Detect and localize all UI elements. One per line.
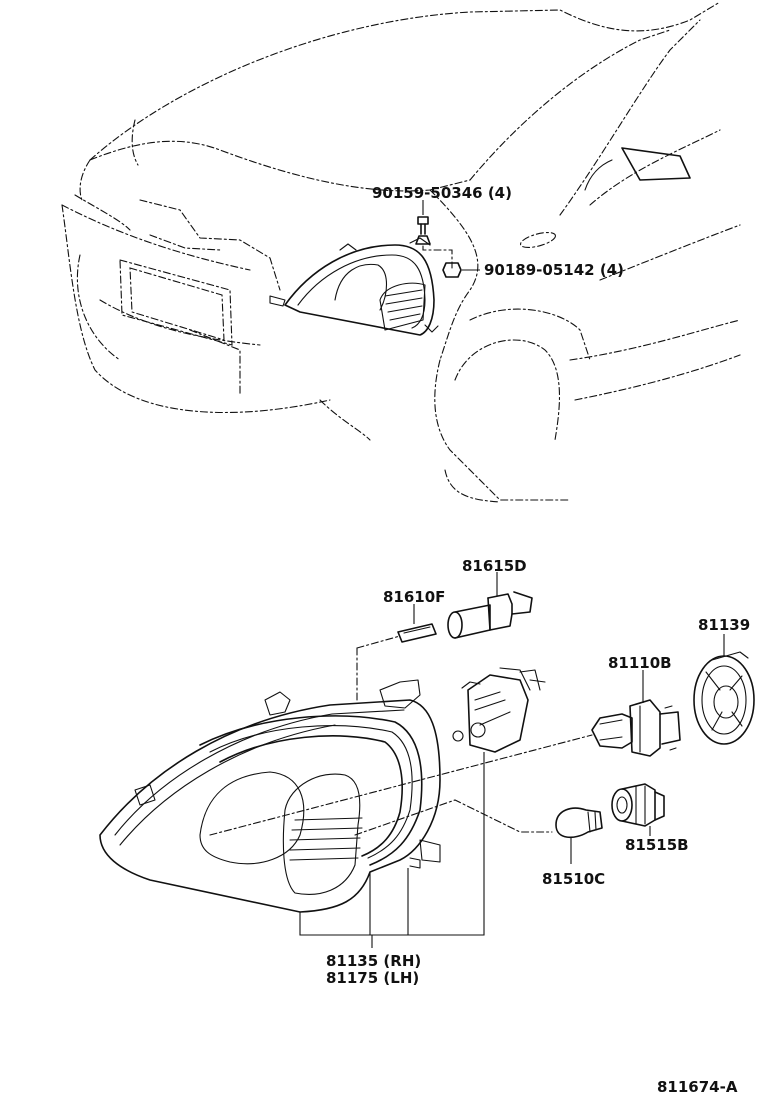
marker-bulb-icon: [397, 623, 437, 643]
unit-rh-part-number: 81135 (RH): [326, 952, 421, 970]
nut-part-number: 90189-05142 (4): [484, 261, 624, 279]
nut-icon: [442, 262, 462, 278]
turn-bulb-icon: [555, 807, 603, 839]
headlamp-on-car: [269, 237, 439, 336]
headlight-bulb-part-number: 81110B: [608, 654, 672, 672]
bolt-part-number: 90159-50346 (4): [372, 184, 512, 202]
diagram-id: 811674-A: [657, 1078, 738, 1096]
socket-marker-part-number: 81615D: [462, 557, 527, 575]
unit-lh-part-number: 81175 (LH): [326, 969, 419, 987]
headlight-bulb-icon: [591, 699, 681, 757]
car-outline: [61, 1, 741, 503]
turn-bulb-part-number: 81510C: [542, 870, 605, 888]
headlamp-unit: [99, 667, 546, 913]
turn-socket-icon: [611, 783, 665, 827]
rear-cover-icon: [693, 651, 755, 745]
bolt-icon: [415, 216, 431, 245]
turn-socket-part-number: 81515B: [625, 836, 689, 854]
marker-socket-icon: [447, 591, 533, 639]
bulb-marker-part-number: 81610F: [383, 588, 445, 606]
cover-part-number: 81139: [698, 616, 750, 634]
